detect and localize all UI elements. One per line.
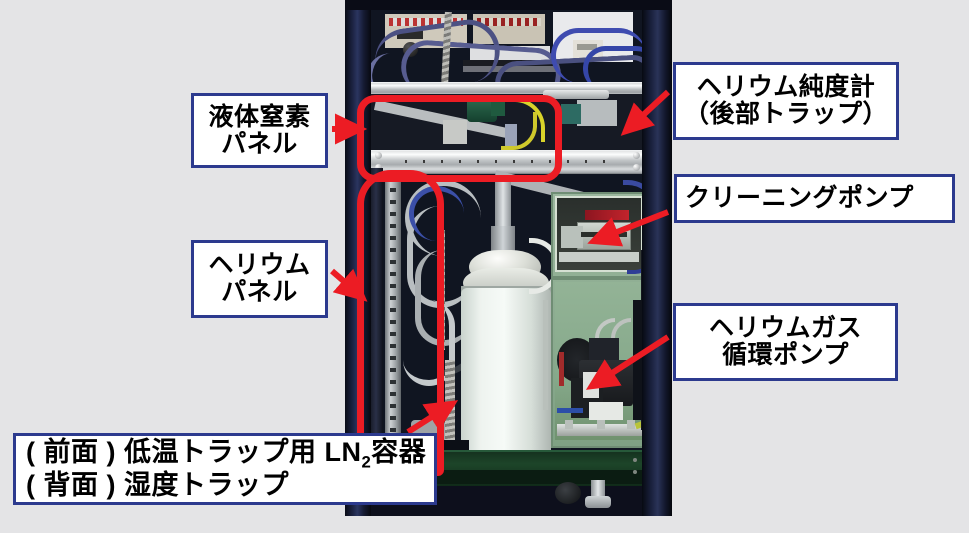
rail-bolt bbox=[633, 164, 640, 171]
pipe-fitting bbox=[577, 100, 617, 126]
teal-module bbox=[561, 104, 581, 124]
callout-line-1-prefix: ( 前面 ) 低温トラップ用 LN bbox=[26, 436, 362, 467]
callout-helium-purity-meter[interactable]: ヘリウム純度計 （後部トラップ） bbox=[673, 62, 899, 140]
callout-line-1: ( 前面 ) 低温トラップ用 LN2容器 bbox=[26, 436, 427, 472]
ln2-dewar-vessel bbox=[461, 288, 551, 470]
rack-upright bbox=[369, 168, 383, 474]
grey-shelf-edge bbox=[463, 66, 559, 72]
callout-line: ヘリウム純度計 bbox=[696, 73, 876, 101]
cleaning-pump-shaft bbox=[581, 232, 627, 237]
callout-ln2-vessel-and-humidity-trap[interactable]: ( 前面 ) 低温トラップ用 LN2容器 ( 背面 ) 湿度トラップ bbox=[13, 433, 437, 505]
dewar-support-rod bbox=[543, 300, 548, 410]
cleaning-pump-motor bbox=[561, 226, 583, 248]
pipe-fitting bbox=[543, 90, 609, 99]
red-wire bbox=[559, 352, 564, 386]
callout-line: パネル bbox=[221, 129, 298, 158]
circulation-manifold bbox=[589, 338, 619, 360]
rail-bolt bbox=[375, 164, 382, 171]
pump-foot bbox=[565, 420, 573, 429]
callout-cleaning-pump[interactable]: クリーニングポンプ bbox=[674, 174, 955, 223]
braided-hose bbox=[445, 360, 455, 450]
callout-line: ヘリウムガス bbox=[708, 314, 862, 342]
callout-line: クリーニングポンプ bbox=[685, 184, 914, 212]
white-panel-strip bbox=[470, 46, 550, 62]
callout-line: ヘリウム bbox=[208, 251, 311, 279]
callout-helium-gas-circulation-pump[interactable]: ヘリウムガス 循環ポンプ bbox=[673, 303, 898, 381]
callout-line-1-subscript: 2 bbox=[361, 452, 372, 472]
callout-line-2: ( 背面 ) 湿度トラップ bbox=[26, 470, 289, 501]
rail-perforations bbox=[405, 160, 605, 163]
callout-line: 液体窒素 bbox=[208, 102, 311, 131]
grey-block bbox=[505, 124, 517, 146]
yellow-wire bbox=[501, 112, 537, 150]
blue-cable bbox=[583, 46, 658, 91]
breaker-switch bbox=[397, 30, 423, 39]
pump-mounting-plate bbox=[557, 424, 643, 436]
cleaning-pump-base bbox=[559, 252, 639, 262]
cabinet-right-upright bbox=[642, 0, 672, 516]
ln2-panel-outline bbox=[357, 95, 562, 182]
breaker-row-2 bbox=[477, 18, 541, 26]
rail-bolt bbox=[375, 152, 382, 159]
flexible-hose bbox=[405, 180, 481, 256]
dewar-neck bbox=[495, 176, 511, 232]
rail-bolt bbox=[633, 152, 640, 159]
rack-rail-holes bbox=[390, 176, 396, 468]
pump-foot bbox=[597, 420, 605, 429]
callout-line-1-suffix: 容器 bbox=[371, 436, 427, 467]
base-screw bbox=[633, 458, 637, 462]
callout-line: パネル bbox=[221, 278, 298, 306]
rotary-knob bbox=[403, 42, 418, 57]
dark-shelf bbox=[463, 60, 555, 70]
leveling-foot-base bbox=[585, 496, 611, 508]
blue-cable bbox=[551, 28, 646, 83]
callout-line: 循環ポンプ bbox=[722, 341, 849, 369]
callout-helium-panel[interactable]: ヘリウム パネル bbox=[191, 240, 328, 318]
base-screw bbox=[633, 470, 637, 474]
pump-terminal-box bbox=[589, 402, 623, 420]
caster-wheel bbox=[555, 482, 581, 504]
callout-liquid-nitrogen-panel[interactable]: 液体窒素 パネル bbox=[191, 93, 328, 168]
he-panel-outline bbox=[357, 170, 444, 476]
pump-foot bbox=[627, 420, 635, 429]
enclosure-divider bbox=[551, 276, 647, 280]
cabinet-top-edge bbox=[345, 0, 672, 10]
grey-block bbox=[443, 120, 467, 144]
callout-line: （後部トラップ） bbox=[683, 100, 888, 128]
pump-nameplate bbox=[583, 372, 599, 398]
blue-wire bbox=[557, 408, 583, 413]
breaker-row bbox=[389, 18, 463, 26]
